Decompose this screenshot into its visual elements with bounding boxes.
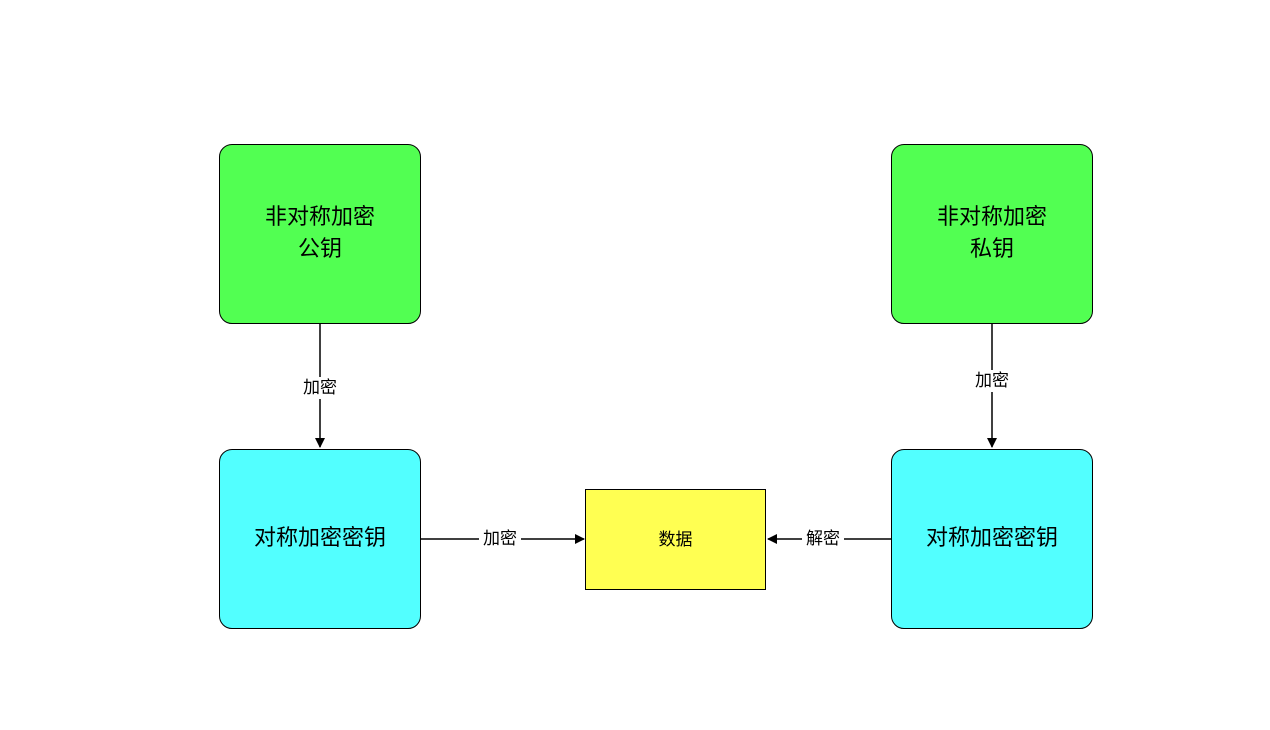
public-key-node-line1: 非对称加密	[264, 205, 375, 230]
symmetric-key-right-node[interactable]: 对称加密密钥	[891, 449, 1093, 629]
private-key-node-line1: 非对称加密	[936, 205, 1047, 230]
asymmetric-public-key-node[interactable]: 非对称加密 公钥	[219, 144, 421, 324]
edge-label-public-encrypt: 加密	[299, 377, 341, 399]
symmetric-key-right-label: 对称加密密钥	[925, 526, 1058, 551]
data-node-label: 数据	[658, 529, 693, 550]
edge-label-private-encrypt: 加密	[971, 370, 1013, 392]
asymmetric-private-key-node[interactable]: 非对称加密 私钥	[891, 144, 1093, 324]
private-key-node-line2: 私钥	[969, 237, 1014, 262]
edge-label-right-decrypt: 解密	[802, 528, 844, 550]
edge-label-left-encrypt: 加密	[479, 528, 521, 550]
public-key-node-line2: 公钥	[297, 237, 342, 262]
symmetric-key-left-label: 对称加密密钥	[253, 526, 386, 551]
symmetric-key-left-node[interactable]: 对称加密密钥	[219, 449, 421, 629]
data-node[interactable]: 数据	[585, 489, 766, 590]
